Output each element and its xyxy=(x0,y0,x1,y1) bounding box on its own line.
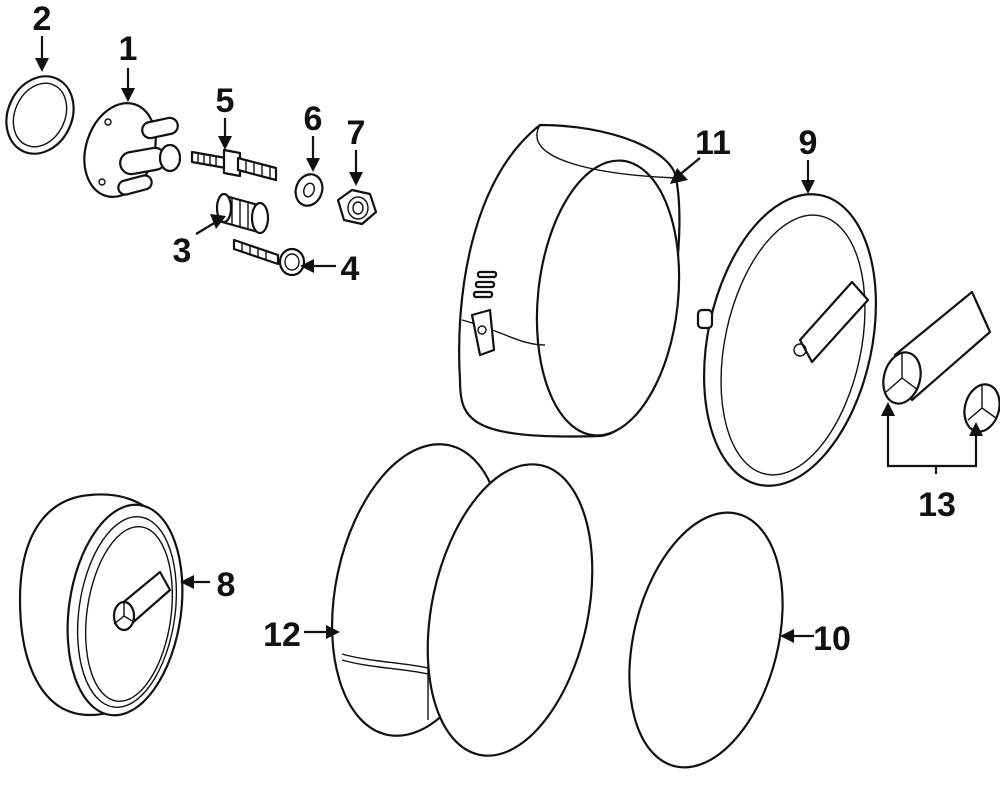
part-4-flange-bolt xyxy=(232,238,306,277)
leader-lines xyxy=(35,36,983,643)
callout-6: 6 xyxy=(304,100,323,138)
part-12-gasket-rings xyxy=(330,443,594,757)
part-6-washer xyxy=(294,173,324,207)
part-10-seal-ring xyxy=(628,511,784,769)
part-5-stud xyxy=(190,148,278,182)
callout-8: 8 xyxy=(217,566,236,604)
callout-2: 2 xyxy=(33,0,52,38)
part-7-hex-nut xyxy=(336,188,378,226)
callout-7: 7 xyxy=(347,114,366,152)
part-13-emblems xyxy=(882,290,1000,474)
part-8-spare-wheel-cover xyxy=(18,493,184,717)
callout-11: 11 xyxy=(695,124,731,162)
callout-3: 3 xyxy=(173,232,192,270)
part-2-seal-ring xyxy=(5,75,75,155)
callout-10: 10 xyxy=(813,620,851,658)
callout-9: 9 xyxy=(799,124,818,162)
callout-4: 4 xyxy=(341,250,360,288)
callout-5: 5 xyxy=(216,82,235,120)
part-11-cover-band xyxy=(458,123,681,438)
part-3-splined-sleeve xyxy=(215,192,270,235)
part-9-cover-face xyxy=(696,193,878,487)
callout-13: 13 xyxy=(918,486,956,524)
callout-12: 12 xyxy=(263,616,301,654)
part-1-mounting-flange xyxy=(83,102,182,198)
callout-1: 1 xyxy=(119,30,138,68)
callout-labels: 2 1 5 6 7 3 4 11 9 13 8 12 10 xyxy=(33,0,956,658)
